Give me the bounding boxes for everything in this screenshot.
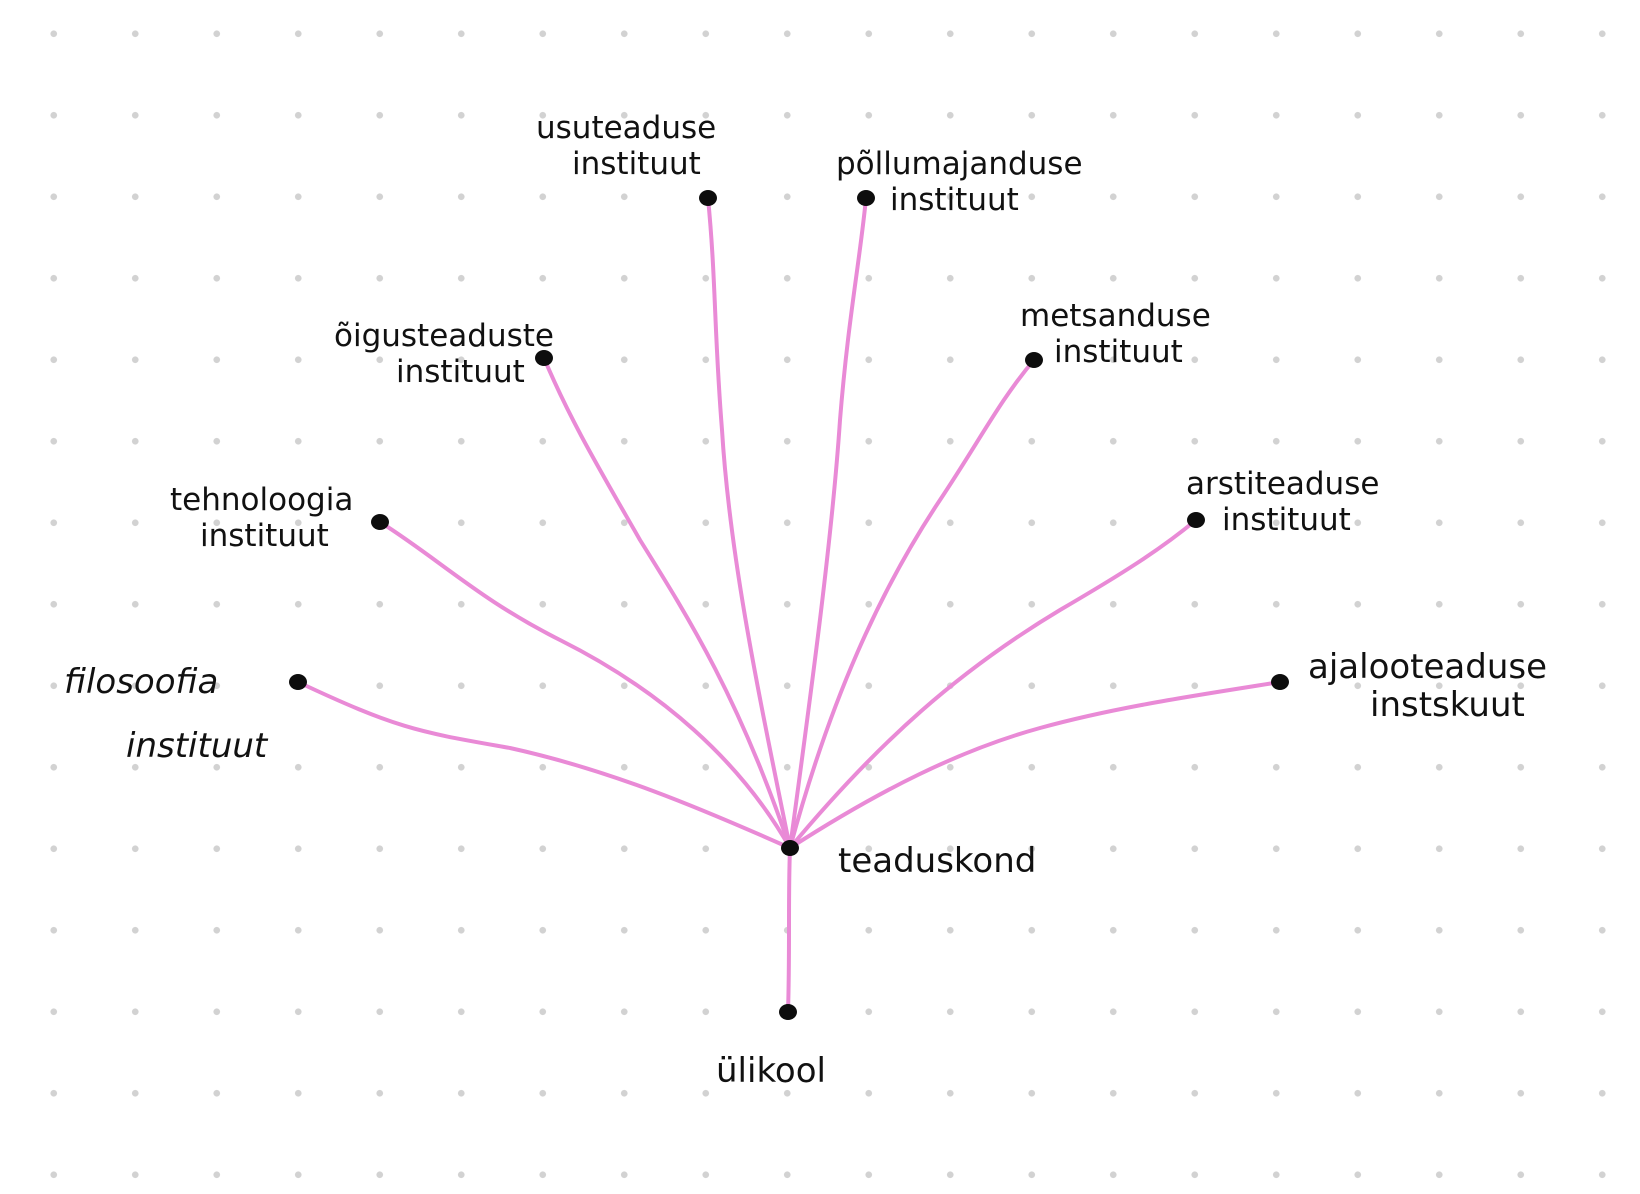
label-usuteaduse-line-2: instituut <box>572 146 701 182</box>
link-teaduskond-arstiteaduse <box>788 518 1198 850</box>
label-filosoofia-line-1: filosoofia <box>64 662 219 702</box>
label-ajalooteaduse-line-2: instskuut <box>1370 685 1525 725</box>
label-tehnoloogia-line-2: instituut <box>200 518 329 554</box>
link-teaduskond-oigusteaduste <box>542 356 792 850</box>
label-ulikool-line-1: ülikool <box>716 1051 826 1091</box>
connection-lines <box>296 196 1282 1014</box>
label-pollumajanduse: põllumajanduse instituut <box>836 146 1083 218</box>
label-oigusteaduste: õigusteaduste instituut <box>334 318 554 390</box>
link-teaduskond-tehnoloogia <box>378 520 792 850</box>
label-teaduskond: teaduskond <box>838 842 1036 880</box>
label-pollumajanduse-line-1: põllumajanduse <box>836 146 1083 182</box>
label-arstiteaduse-line-2: instituut <box>1222 502 1351 538</box>
label-ajalooteaduse-line-1: ajalooteaduse <box>1308 647 1548 687</box>
label-arstiteaduse: arstiteaduse instituut <box>1186 466 1379 538</box>
label-usuteaduse-line-1: usuteaduse <box>536 110 717 146</box>
label-metsanduse-line-2: instituut <box>1054 334 1183 370</box>
link-teaduskond-ulikool <box>786 846 792 1014</box>
link-teaduskond-metsanduse <box>788 358 1036 850</box>
node-dot-filosoofia <box>289 674 307 690</box>
label-ulikool: ülikool <box>716 1052 826 1090</box>
node-dot-pollumajanduse <box>857 190 875 206</box>
node-dot-teaduskond <box>781 840 799 856</box>
node-dot-metsanduse <box>1025 352 1043 368</box>
node-dot-arstiteaduse <box>1187 512 1205 528</box>
link-teaduskond-filosoofia <box>296 680 792 850</box>
node-dot-usuteaduse <box>699 190 717 206</box>
label-arstiteaduse-line-1: arstiteaduse <box>1186 466 1380 502</box>
label-ajalooteaduse: ajalooteaduse instskuut <box>1308 648 1547 724</box>
label-filosoofia: filosoofia instituut <box>64 650 267 778</box>
label-metsanduse: metsanduse instituut <box>1020 298 1211 370</box>
label-oigusteaduste-line-1: õigusteaduste <box>334 318 554 354</box>
node-dots <box>289 190 1289 1020</box>
node-dot-tehnoloogia <box>371 514 389 530</box>
link-teaduskond-usuteaduse <box>706 196 792 850</box>
node-dot-oigusteaduste <box>535 350 553 366</box>
label-filosoofia-line-2: instituut <box>126 726 268 766</box>
node-dot-ajalooteaduse <box>1271 674 1289 690</box>
label-tehnoloogia-line-1: tehnoloogia <box>170 482 354 518</box>
label-teaduskond-line-1: teaduskond <box>838 841 1037 881</box>
node-dot-ulikool <box>779 1004 797 1020</box>
label-metsanduse-line-1: metsanduse <box>1020 298 1211 334</box>
link-teaduskond-pollumajanduse <box>788 196 868 850</box>
label-tehnoloogia: tehnoloogia instituut <box>170 482 353 554</box>
label-pollumajanduse-line-2: instituut <box>890 182 1019 218</box>
label-oigusteaduste-line-2: instituut <box>396 354 525 390</box>
label-usuteaduse: usuteaduse instituut <box>536 110 716 182</box>
link-teaduskond-ajalooteaduse <box>788 680 1282 850</box>
